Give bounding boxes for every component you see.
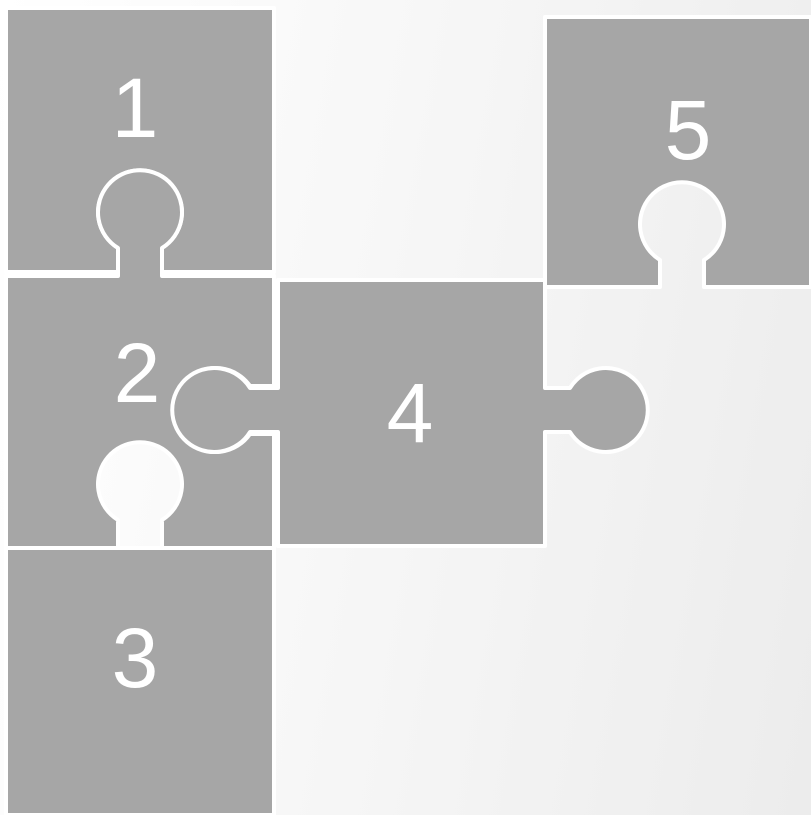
puzzle-piece-1-label: 1 bbox=[112, 61, 159, 155]
puzzle-piece-3-label: 3 bbox=[112, 611, 159, 705]
puzzle-piece-3: 3 bbox=[6, 548, 274, 815]
puzzle-piece-2-label: 2 bbox=[114, 326, 161, 420]
puzzle-piece-5-label: 5 bbox=[665, 83, 712, 177]
puzzle-piece-5: 5 bbox=[545, 17, 811, 287]
puzzle-piece-4-label: 4 bbox=[387, 366, 434, 460]
